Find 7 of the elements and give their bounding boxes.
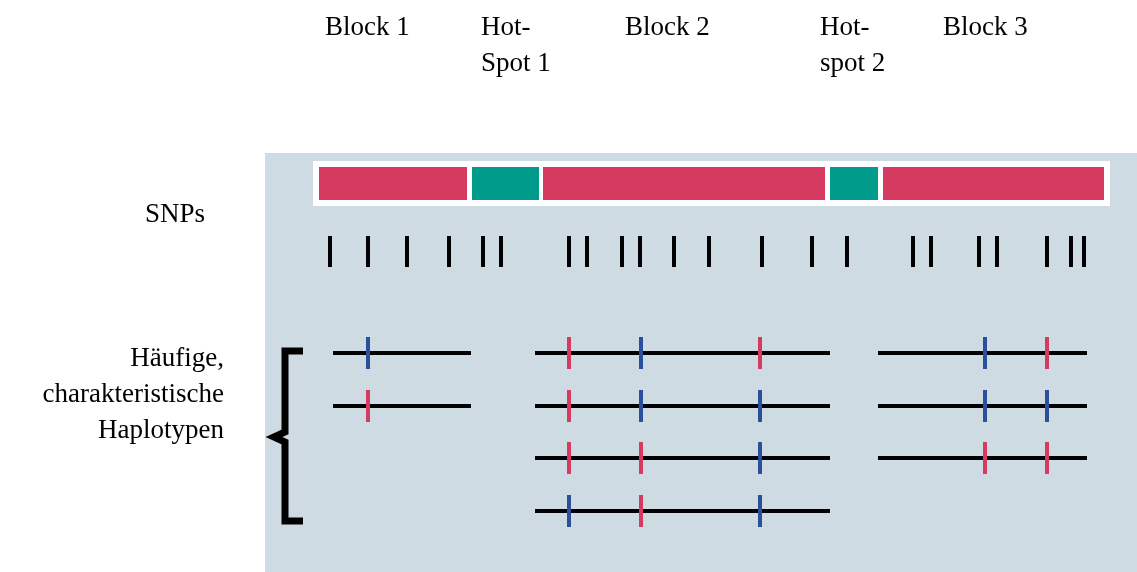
row-label: Häufige, charakteristische Haplotypen [41,341,224,446]
hotspot-label: Hot- Spot 1 [481,10,551,79]
block-label: Block 2 [625,10,711,43]
block-label: Block 1 [325,10,411,43]
block-label: Block 3 [943,10,1029,43]
hotspot-label: Hot- spot 2 [820,10,887,79]
row-label: SNPs [145,197,207,230]
